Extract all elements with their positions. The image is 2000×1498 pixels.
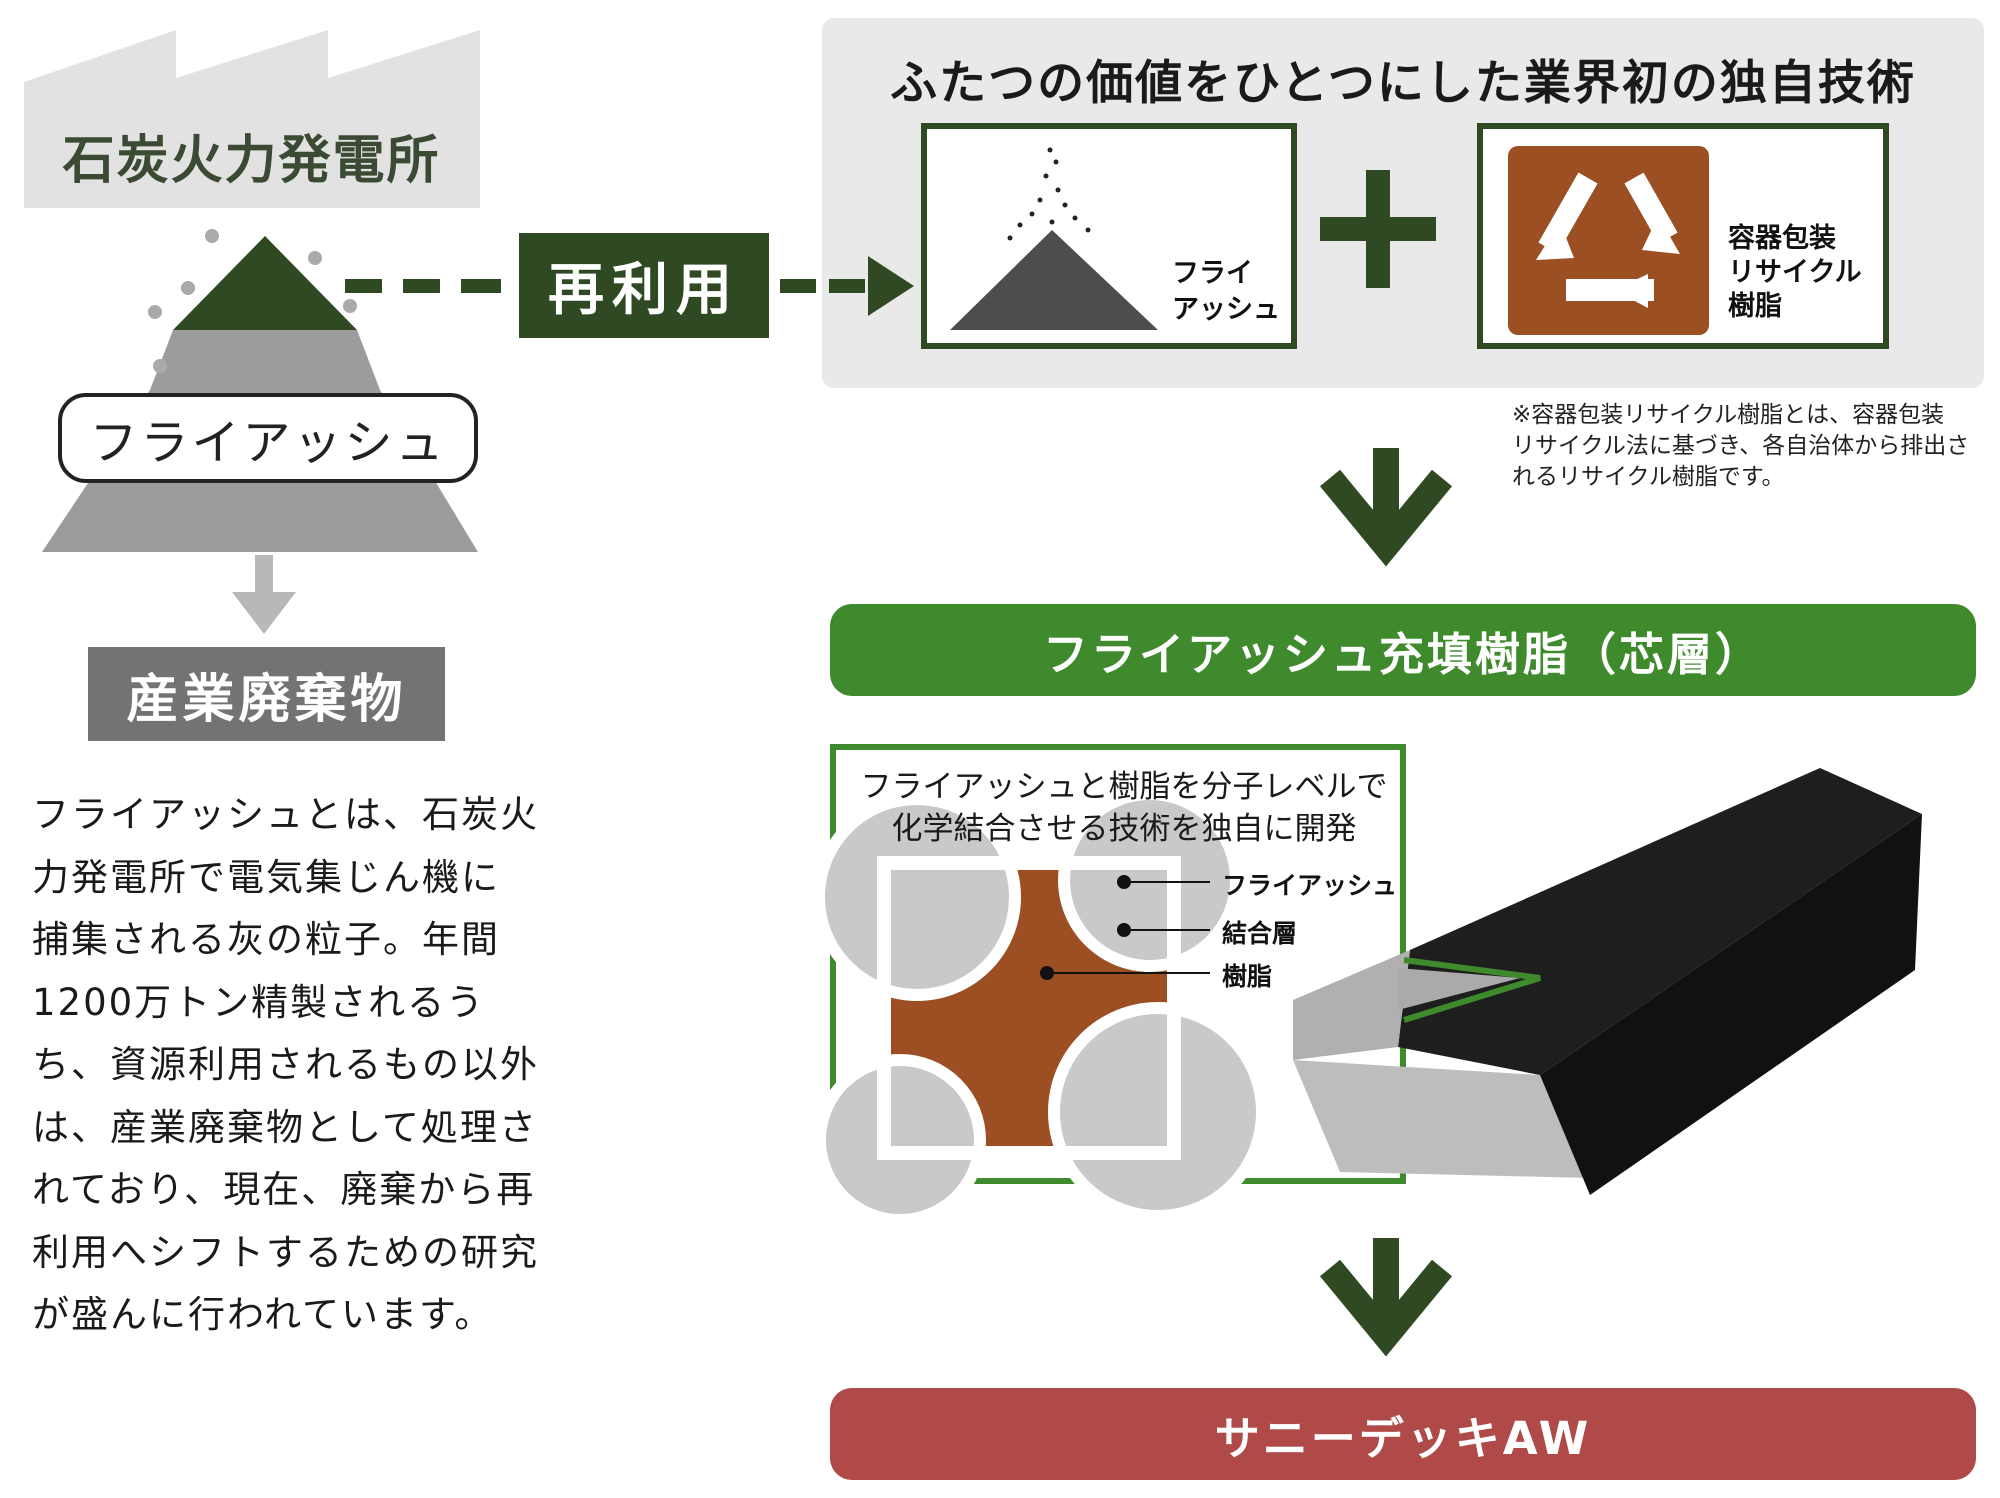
flyash-box-label-line: アッシュ <box>1172 294 1280 325</box>
description-line: フライアッシュとは、石炭火 <box>32 793 539 836</box>
legend-flyash: フライアッシュ <box>1222 871 1398 900</box>
flyash-box-label: フライ アッシュ <box>1172 256 1280 328</box>
waste-arrow <box>232 555 296 634</box>
reuse-connector <box>345 256 914 316</box>
recycle-label-line: 樹脂 <box>1728 291 1782 322</box>
description-line: ち、資源利用されるもの以外 <box>32 1043 539 1086</box>
detail-title-line: 化学結合させる技術を独自に開発 <box>891 811 1357 847</box>
description-line: は、産業廃棄物として処理さ <box>32 1105 538 1149</box>
description-line: 力発電所で電気集じん機に <box>32 855 500 899</box>
description-line: 捕集される灰の粒子。年間 <box>32 918 500 961</box>
flyash-description: フライアッシュとは、石炭火 力発電所で電気集じん機に 捕集される灰の粒子。年間 … <box>32 784 539 1347</box>
down-arrow-2 <box>1319 1238 1453 1357</box>
recycle-label-line: リサイクル <box>1728 257 1862 288</box>
factory-title: 石炭火力発電所 <box>62 130 441 191</box>
description-line: 利用へシフトするための研究 <box>32 1230 539 1274</box>
core-layer-band: フライアッシュ充填樹脂（芯層） <box>830 604 1976 696</box>
legend-leaders <box>1040 875 1210 980</box>
deck-board-image <box>1293 768 1922 1195</box>
recycle-label-line: 容器包装 <box>1728 223 1836 254</box>
reuse-label: 再利用 <box>519 233 769 338</box>
footnote: ※容器包装リサイクル樹脂とは、容器包装 リサイクル法に基づき、各自治体から排出さ… <box>1512 400 1969 493</box>
legend-resin: 樹脂 <box>1222 962 1273 991</box>
footnote-line: リサイクル法に基づき、各自治体から排出さ <box>1512 433 1970 459</box>
product-band: サニーデッキAW <box>830 1388 1976 1480</box>
recycle-resin-label: 容器包装 リサイクル 樹脂 <box>1728 222 1862 324</box>
detail-title-line: フライアッシュと樹脂を分子レベルで <box>860 769 1388 805</box>
footnote-line: れるリサイクル樹脂です。 <box>1512 464 1785 490</box>
detail-title: フライアッシュと樹脂を分子レベルで 化学結合させる技術を独自に開発 <box>854 766 1394 850</box>
flyash-pyramid <box>42 229 478 552</box>
flyash-pile-icon <box>950 144 1158 334</box>
description-line: 1200万トン精製されるう <box>32 980 486 1024</box>
recycle-icon <box>1536 172 1680 308</box>
industrial-waste-label: 産業廃棄物 <box>88 647 445 741</box>
flyash-particles <box>1007 147 1091 241</box>
legend-bonding-layer: 結合層 <box>1222 919 1298 948</box>
panel-title: ふたつの価値をひとつにした業界初の独自技術 <box>890 56 1916 111</box>
factory-icon <box>24 30 480 208</box>
molecule-structure <box>813 788 1268 1226</box>
footnote-line: ※容器包装リサイクル樹脂とは、容器包装 <box>1512 402 1945 428</box>
down-arrow-1 <box>1319 448 1453 567</box>
plus-icon <box>1320 170 1436 288</box>
description-line: れており、現在、廃棄から再 <box>32 1168 536 1211</box>
flyash-label: フライアッシュ <box>58 393 478 483</box>
flyash-box-label-line: フライ <box>1172 258 1253 289</box>
description-line: が盛んに行われています。 <box>32 1293 494 1336</box>
molecule-frame <box>877 856 1181 1160</box>
